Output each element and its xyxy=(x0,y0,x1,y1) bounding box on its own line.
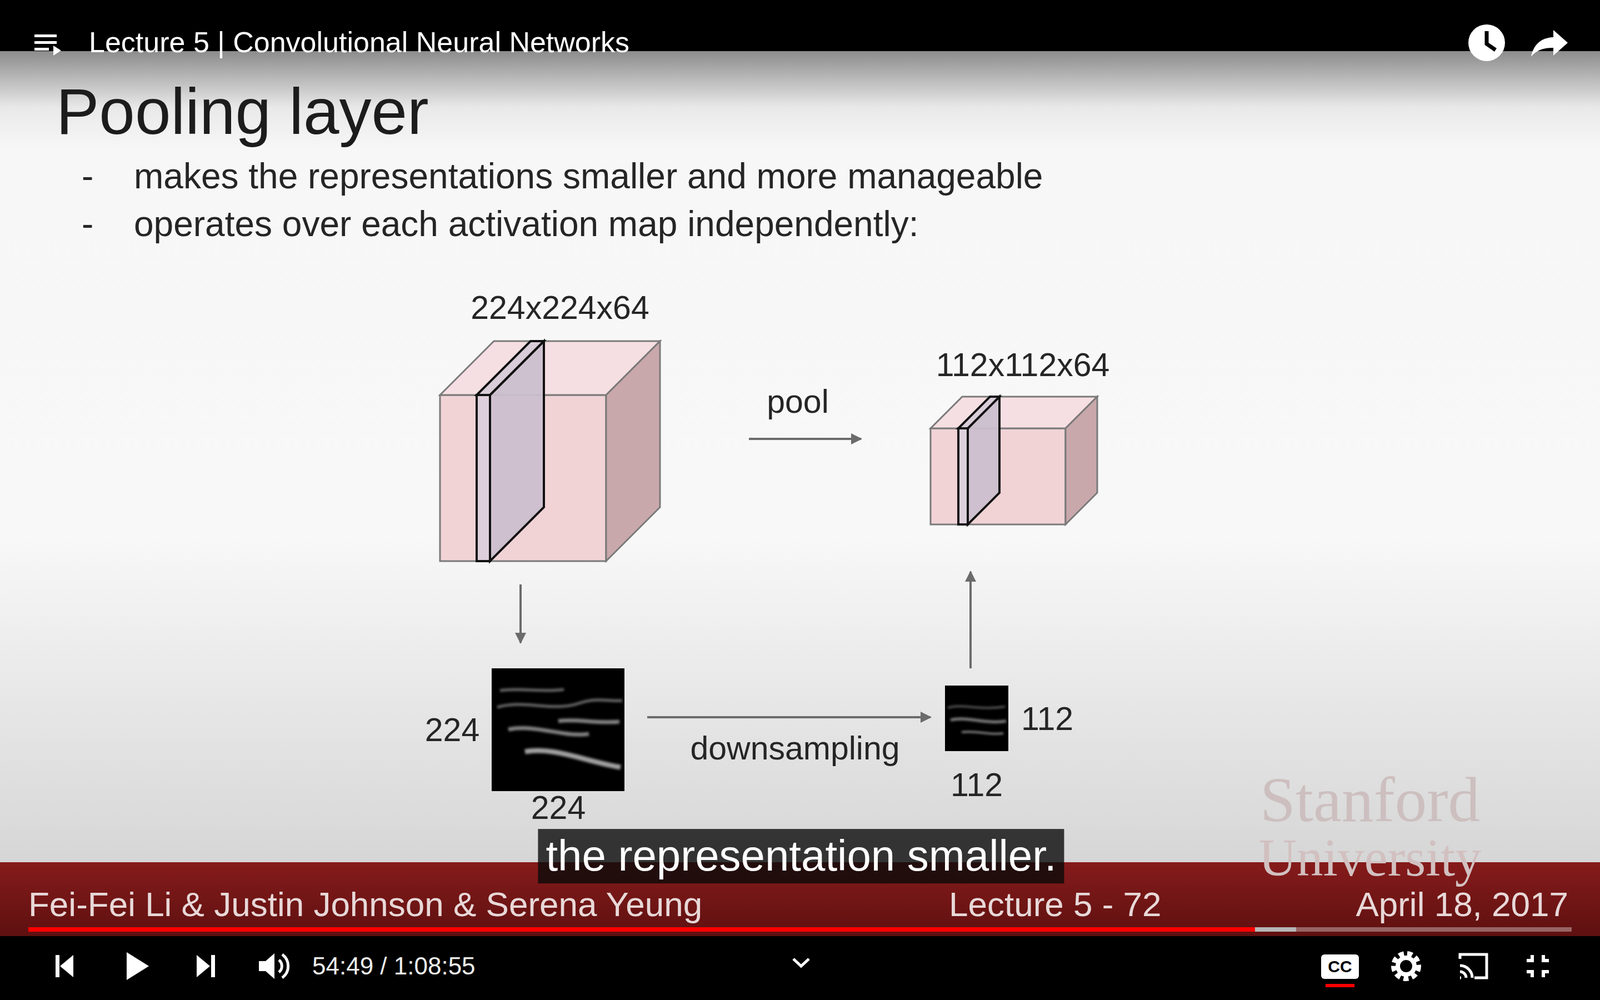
subtitle-caption: the representation smaller. xyxy=(537,828,1064,884)
activation-map-image xyxy=(945,685,1009,752)
volume-icon xyxy=(258,953,289,979)
input-volume: 224x224x64 xyxy=(440,341,660,562)
time-display: 54:49 / 1:08:55 xyxy=(312,952,476,981)
arrow-connector xyxy=(969,571,972,669)
footer-lecture: Lecture 5 - 72 xyxy=(948,884,1162,924)
watermark: Stanford xyxy=(1260,763,1480,837)
volume-shape xyxy=(930,396,1098,525)
progress-track xyxy=(28,927,1572,932)
share-icon xyxy=(1531,30,1568,57)
edge-label: downsampling xyxy=(690,730,900,768)
map-size: 224 xyxy=(531,789,586,828)
footer-authors: Fei-Fei Li & Justin Johnson & Serena Yeu… xyxy=(28,884,703,924)
captions-icon xyxy=(1321,954,1359,979)
play-icon xyxy=(126,952,149,980)
arrow-connector xyxy=(647,716,931,719)
settings-icon xyxy=(1393,953,1419,979)
map-size: 112 xyxy=(950,766,1003,805)
volume-size: 224x224x64 xyxy=(470,289,650,328)
arrow-connector xyxy=(748,437,862,440)
map-size: 112 xyxy=(1021,700,1074,739)
next-icon xyxy=(196,955,215,978)
activation-map: 112112 xyxy=(945,685,1009,752)
bullet-text: makes the representations smaller and mo… xyxy=(133,156,1043,198)
slide-title: Pooling layer xyxy=(56,75,429,149)
watermark: University xyxy=(1258,827,1482,889)
volume-shape xyxy=(440,341,660,562)
playlist-icon xyxy=(34,34,62,56)
bullet-dash: - xyxy=(81,156,94,198)
captions-active-mark xyxy=(1325,983,1355,988)
activation-map-image xyxy=(491,668,625,792)
bullet-text: operates over each activation map indepe… xyxy=(133,203,919,245)
map-size: 224 xyxy=(425,711,480,750)
watch-later-icon xyxy=(1468,24,1505,62)
previous-icon xyxy=(55,955,74,978)
bullet-dash: - xyxy=(81,203,94,245)
player-controls-bar xyxy=(0,936,1600,1000)
chevron-icon xyxy=(793,958,809,967)
captions-label: CC xyxy=(1327,957,1352,977)
progress-played xyxy=(28,927,1255,932)
output-volume: 112x112x64 xyxy=(930,396,1098,525)
exit-fullscreen-icon xyxy=(1526,955,1549,978)
volume-size: 112x112x64 xyxy=(936,346,1110,385)
arrow-connector xyxy=(519,584,522,643)
cast-icon xyxy=(1460,954,1487,978)
footer-date: April 18, 2017 xyxy=(1355,884,1569,924)
video-title: Lecture 5 | Convolutional Neural Network… xyxy=(88,26,630,60)
edge-label: pool xyxy=(766,383,829,422)
progress-buffer xyxy=(1255,927,1297,932)
slide-ground xyxy=(0,51,1600,863)
activation-map: 224224 xyxy=(491,668,625,792)
